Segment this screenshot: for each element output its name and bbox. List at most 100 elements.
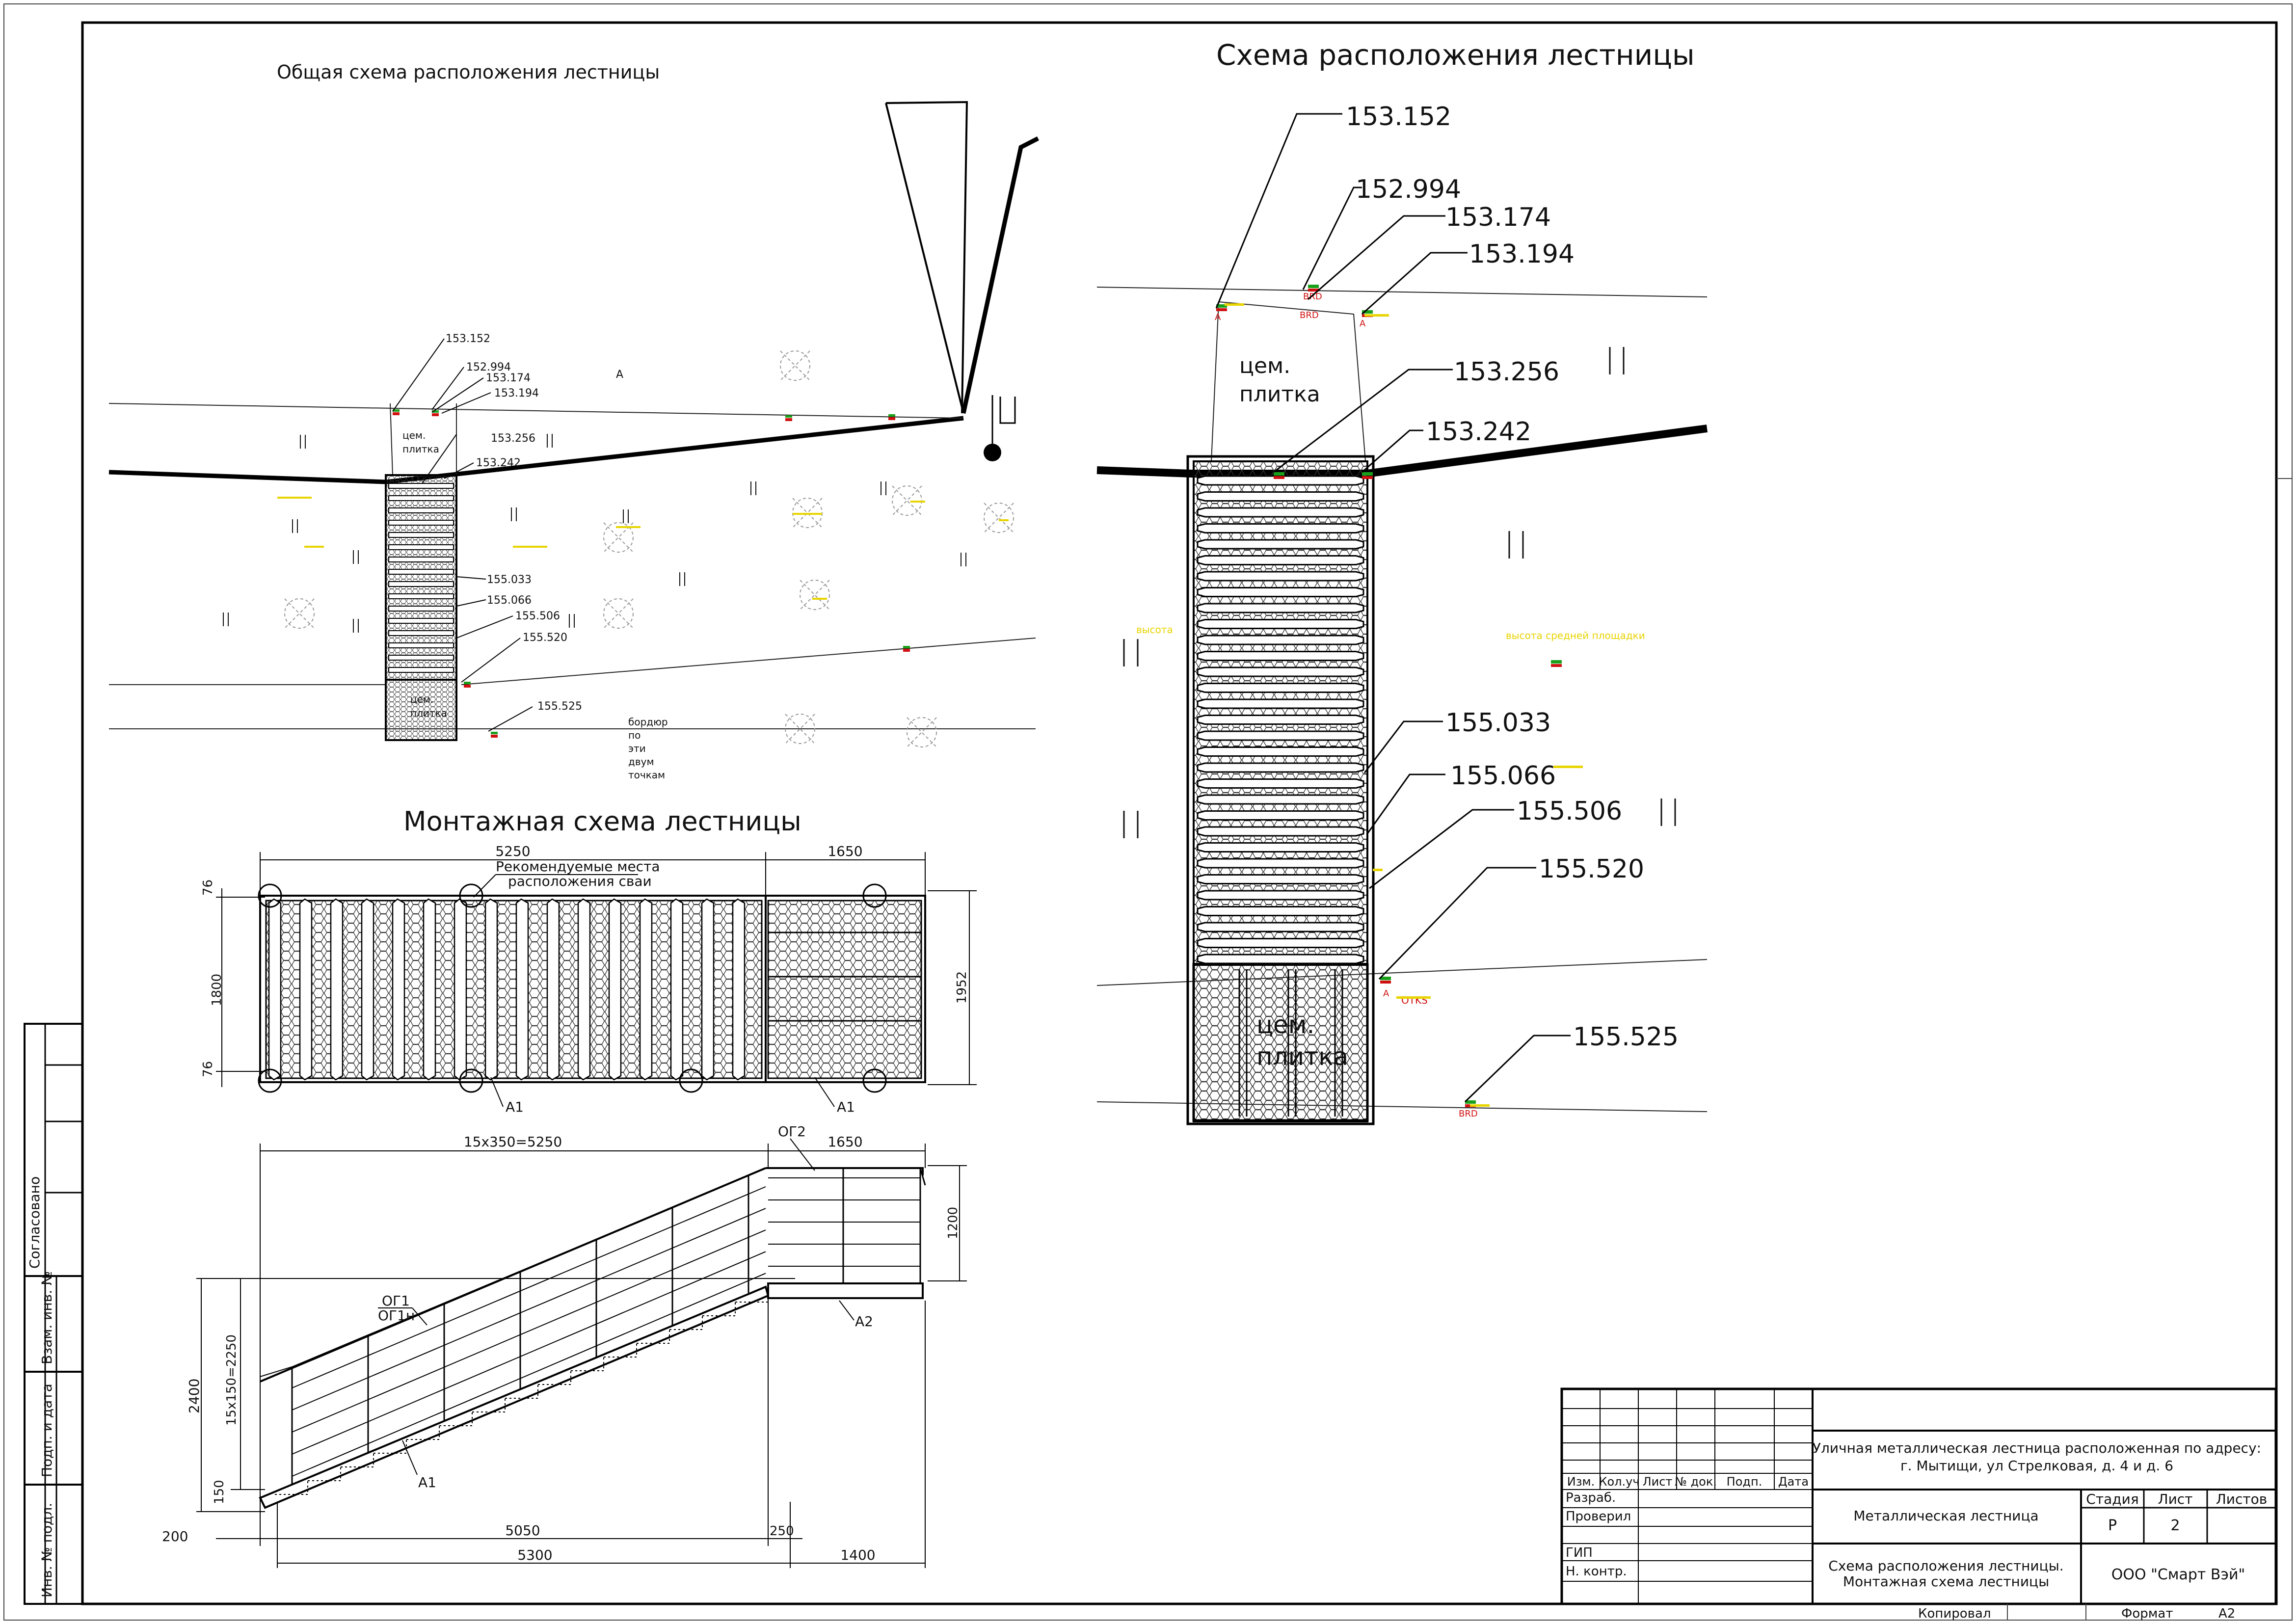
pile-position <box>862 1068 887 1093</box>
survey-mark-line <box>792 498 823 528</box>
tree-mark <box>881 481 886 495</box>
soglasovano-label: Согласовано <box>27 1176 43 1269</box>
a-code-2: A <box>1360 319 1366 329</box>
survey-point <box>1380 977 1391 980</box>
elevation-label-small: 155.520 <box>523 632 567 644</box>
brd-code-3: BRD <box>1459 1109 1478 1119</box>
survey-point <box>1551 664 1562 667</box>
survey-point <box>491 735 498 738</box>
elevation-label-big: 155.506 <box>1517 797 1622 826</box>
rail-bar <box>292 1229 766 1433</box>
handrail <box>260 1168 766 1389</box>
stair-tread <box>1197 619 1364 629</box>
plitka-label-big: плитка <box>1239 382 1320 407</box>
sheet-label: Лист <box>2158 1491 2193 1507</box>
stair-tread <box>1197 635 1364 645</box>
border-note-4: двум <box>628 756 654 768</box>
survey-mark-line <box>780 350 810 381</box>
rail-bar <box>292 1273 766 1477</box>
tree-mark <box>679 572 685 586</box>
stair-tread <box>1197 938 1364 948</box>
elevation-label-big: 153.242 <box>1426 417 1531 447</box>
stair-tread <box>1197 666 1364 677</box>
plan-stringer <box>484 898 498 1081</box>
og1n-callout: ОГ1н <box>378 1307 415 1324</box>
border-note-2: по <box>628 729 641 741</box>
stair-tread <box>1197 890 1364 901</box>
pile-position <box>258 1068 282 1093</box>
stair-tread <box>1197 571 1364 582</box>
elevation-label-big: 153.174 <box>1445 203 1551 232</box>
elevation-leader <box>1362 429 1423 473</box>
survey-mark-line <box>284 598 315 629</box>
stair-tread <box>388 569 454 575</box>
survey-note <box>304 546 324 548</box>
brd-code-2: BRD <box>1300 310 1319 320</box>
title-block-header: № док. <box>1675 1475 1717 1489</box>
elevation-leader <box>1302 186 1362 290</box>
survey-mark-line <box>780 350 810 381</box>
elevation-label-small: 155.033 <box>487 574 532 586</box>
plan-stringer <box>299 898 313 1081</box>
stair-tread <box>388 581 454 587</box>
title-block-header: Лист <box>1643 1475 1673 1489</box>
elevation-leader <box>441 392 491 414</box>
survey-point <box>888 414 895 417</box>
survey-point <box>393 412 400 415</box>
step-outline <box>702 1302 736 1316</box>
piles-note-2: расположения сваи <box>508 873 652 889</box>
plan-stringer <box>670 898 684 1081</box>
pile-position <box>862 883 887 908</box>
title-block-role: Н. контр. <box>1566 1564 1627 1579</box>
stair-tread <box>1197 810 1364 821</box>
sheets-label: Листов <box>2216 1491 2268 1507</box>
elevation-leader <box>1366 773 1445 835</box>
tree-mark <box>750 481 756 495</box>
survey-point <box>1362 310 1373 314</box>
format-label: Формат <box>2121 1606 2173 1621</box>
stair-tread <box>1197 874 1364 884</box>
survey-mark <box>284 598 315 629</box>
elevation-leader <box>1378 867 1536 980</box>
stair-tread <box>388 495 454 501</box>
stair-tread <box>388 667 454 673</box>
survey-mark-line <box>907 717 937 747</box>
elevation-label-big: 152.994 <box>1356 175 1461 204</box>
elevation-label-big: 155.520 <box>1539 854 1644 884</box>
survey-point <box>1216 304 1227 308</box>
survey-point <box>1274 472 1284 476</box>
survey-point <box>888 417 895 420</box>
survey-note <box>513 546 547 548</box>
plan-stringer <box>732 898 746 1081</box>
tree-mark <box>353 550 359 564</box>
elevation-leader <box>422 434 457 484</box>
stair-tread <box>388 483 454 489</box>
stair-tread <box>1197 730 1364 741</box>
a1-callout-2: A1 <box>837 1099 855 1115</box>
survey-point <box>785 418 792 421</box>
stair-tread <box>388 630 454 636</box>
survey-note <box>793 513 822 515</box>
title-block-header: Подп. <box>1727 1475 1762 1489</box>
stage-value: Р <box>2108 1517 2117 1534</box>
stair-tread <box>388 507 454 513</box>
stage-label: Стадия <box>2086 1491 2138 1507</box>
tree-mark <box>1123 639 1139 666</box>
piles-note-1: Рекомендуемые места <box>496 858 660 875</box>
stair-tread <box>388 544 454 550</box>
side-stamp: Согласовано Взам. инв. № Подп. и дата Ин… <box>24 1023 83 1605</box>
survey-mark-line <box>603 598 634 629</box>
border-note-5: точкам <box>628 769 665 781</box>
tree-mark <box>353 619 359 633</box>
project-line-2: г. Мытищи, ул Стрелковая, д. 4 и д. 6 <box>1900 1458 2173 1474</box>
stair-tread <box>388 655 454 661</box>
stair-tread <box>1197 475 1364 486</box>
step-outline <box>439 1412 473 1426</box>
survey-point <box>491 732 498 734</box>
plan-stringer <box>361 898 374 1081</box>
stair-tread <box>1197 842 1364 852</box>
stair-tread <box>1197 539 1364 550</box>
border-note-1: бордюр <box>628 716 668 728</box>
survey-mark <box>780 350 810 381</box>
og1-callout: ОГ1 <box>382 1293 410 1309</box>
